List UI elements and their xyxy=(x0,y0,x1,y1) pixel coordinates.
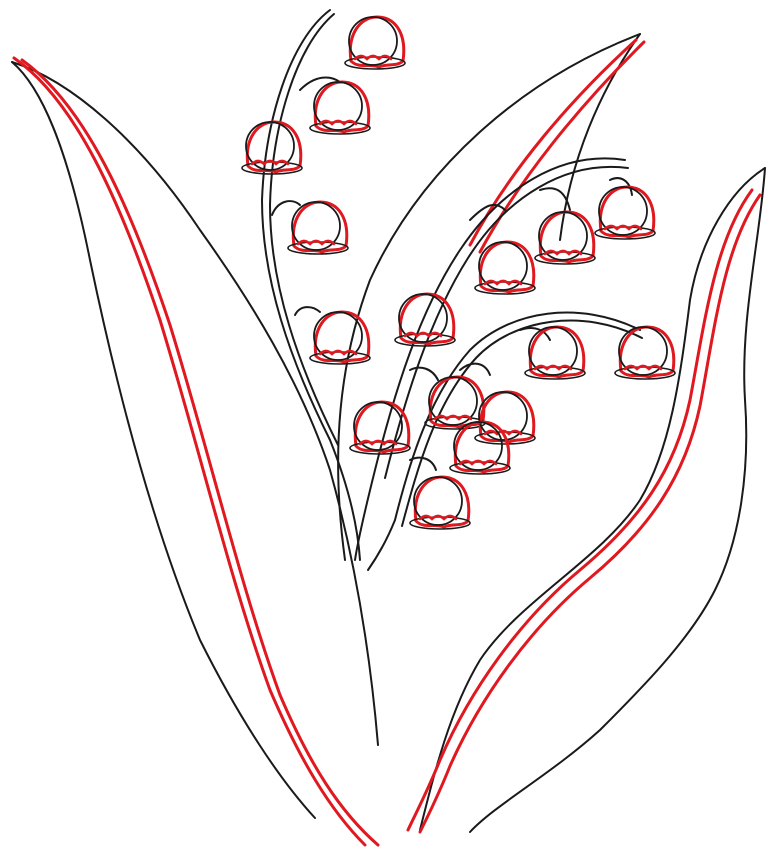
pedicel xyxy=(469,203,506,221)
bell-scallop xyxy=(296,239,336,246)
bell-sketch-circle xyxy=(398,293,448,343)
pedicel xyxy=(539,187,571,211)
leaf-center-vein-b xyxy=(478,40,646,254)
bell-sketch-circle xyxy=(478,391,528,441)
stem-lower-main xyxy=(367,311,641,571)
bell-scallop xyxy=(603,224,643,231)
pedicel xyxy=(294,306,321,316)
leaf-center xyxy=(337,33,646,561)
bell-sketch-circle xyxy=(528,326,578,376)
stem-upper-parallel xyxy=(269,13,339,446)
bell-sketch-circle xyxy=(348,16,398,66)
bell-scallop xyxy=(418,514,458,521)
pedicel xyxy=(409,456,437,471)
pedicel xyxy=(519,327,551,341)
bell-flower xyxy=(534,210,596,265)
bell-flower xyxy=(394,292,456,347)
bell-scallop xyxy=(318,349,358,356)
bell-flowers xyxy=(241,15,676,530)
flower-stem-middle xyxy=(354,157,629,561)
flower-stem-lower xyxy=(367,311,643,571)
leaf-left-inner-edge xyxy=(11,61,316,819)
pedicel xyxy=(271,200,301,216)
leaf-left-vein-b xyxy=(20,58,380,847)
bell-scallop xyxy=(623,364,663,371)
leaf-right-back-edge xyxy=(469,167,766,833)
bell-scallop xyxy=(318,119,358,126)
bell-scallop xyxy=(433,414,473,421)
leaf-right-vein-a xyxy=(406,188,754,832)
bell-sketch-circle xyxy=(313,311,363,361)
bell-flower xyxy=(474,240,536,295)
bell-sketch-circle xyxy=(353,401,403,451)
bell-scallop xyxy=(403,331,443,338)
bell-scallop xyxy=(533,364,573,371)
flower-stem-upper xyxy=(261,9,361,561)
bell-scallop xyxy=(358,439,398,446)
bell-flower xyxy=(344,15,406,70)
stem-middle-parallel xyxy=(384,166,629,479)
stem-lower-parallel xyxy=(401,319,643,527)
bell-flower xyxy=(524,325,586,380)
leaf-center-right-edge xyxy=(559,33,641,241)
pedicel xyxy=(459,362,491,376)
bell-scallop xyxy=(483,279,523,286)
bell-flower xyxy=(349,400,411,455)
bell-sketch-circle xyxy=(478,241,528,291)
bell-sketch-circle xyxy=(313,81,363,131)
bell-sketch-circle xyxy=(428,376,478,426)
leaf-right-outer-edge xyxy=(419,167,766,831)
bell-flower xyxy=(614,325,676,380)
pedicel xyxy=(609,177,633,196)
bell-sketch-circle xyxy=(598,186,648,236)
bell-sketch-circle xyxy=(245,121,295,171)
leaf-left xyxy=(11,56,380,847)
bell-flower xyxy=(409,475,471,530)
bell-sketch-circle xyxy=(291,201,341,251)
leaf-left-vein-a xyxy=(12,56,367,847)
bell-flower xyxy=(309,310,371,365)
bell-flower xyxy=(241,120,303,175)
stem-upper-main xyxy=(261,9,361,561)
leaf-center-left-edge xyxy=(337,33,641,561)
bell-sketch-circle xyxy=(538,211,588,261)
bell-sketch-circle xyxy=(413,476,463,526)
pedicel xyxy=(409,366,439,381)
pedicel xyxy=(299,76,341,91)
bell-sketch-circle xyxy=(618,326,668,376)
leaf-right xyxy=(406,167,766,834)
flower-pedicels xyxy=(271,76,633,471)
bell-flower xyxy=(309,80,371,135)
bell-scallop xyxy=(250,159,290,166)
stem-middle-main xyxy=(354,157,626,561)
leaf-left-outer-edge xyxy=(11,61,379,746)
bell-flower xyxy=(594,185,656,240)
bell-scallop xyxy=(353,54,393,61)
bell-flower xyxy=(449,420,511,475)
bell-scallop xyxy=(543,249,583,256)
bell-scallop xyxy=(458,459,498,466)
bell-flower xyxy=(287,200,349,255)
bell-sketch-circle xyxy=(453,421,503,471)
leaf-right-vein-b xyxy=(418,193,762,834)
